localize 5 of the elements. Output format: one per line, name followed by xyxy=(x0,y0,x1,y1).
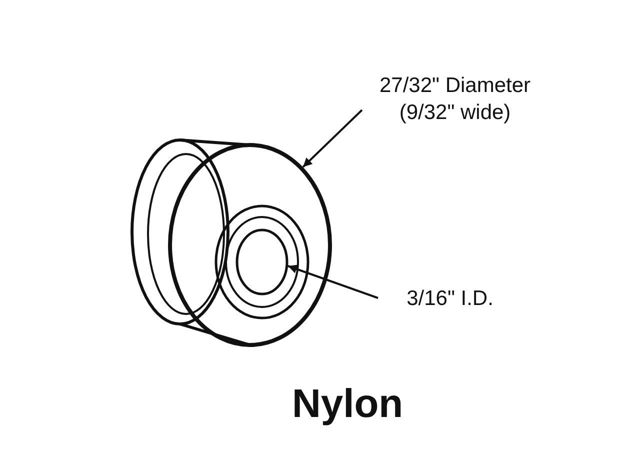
callout-text: 3/16" I.D. xyxy=(380,285,520,312)
callout-text: 27/32" Diameter (9/32" wide) xyxy=(365,72,545,126)
leader-line xyxy=(288,264,378,299)
material-label: Nylon xyxy=(292,382,404,427)
leader-line xyxy=(302,109,363,168)
